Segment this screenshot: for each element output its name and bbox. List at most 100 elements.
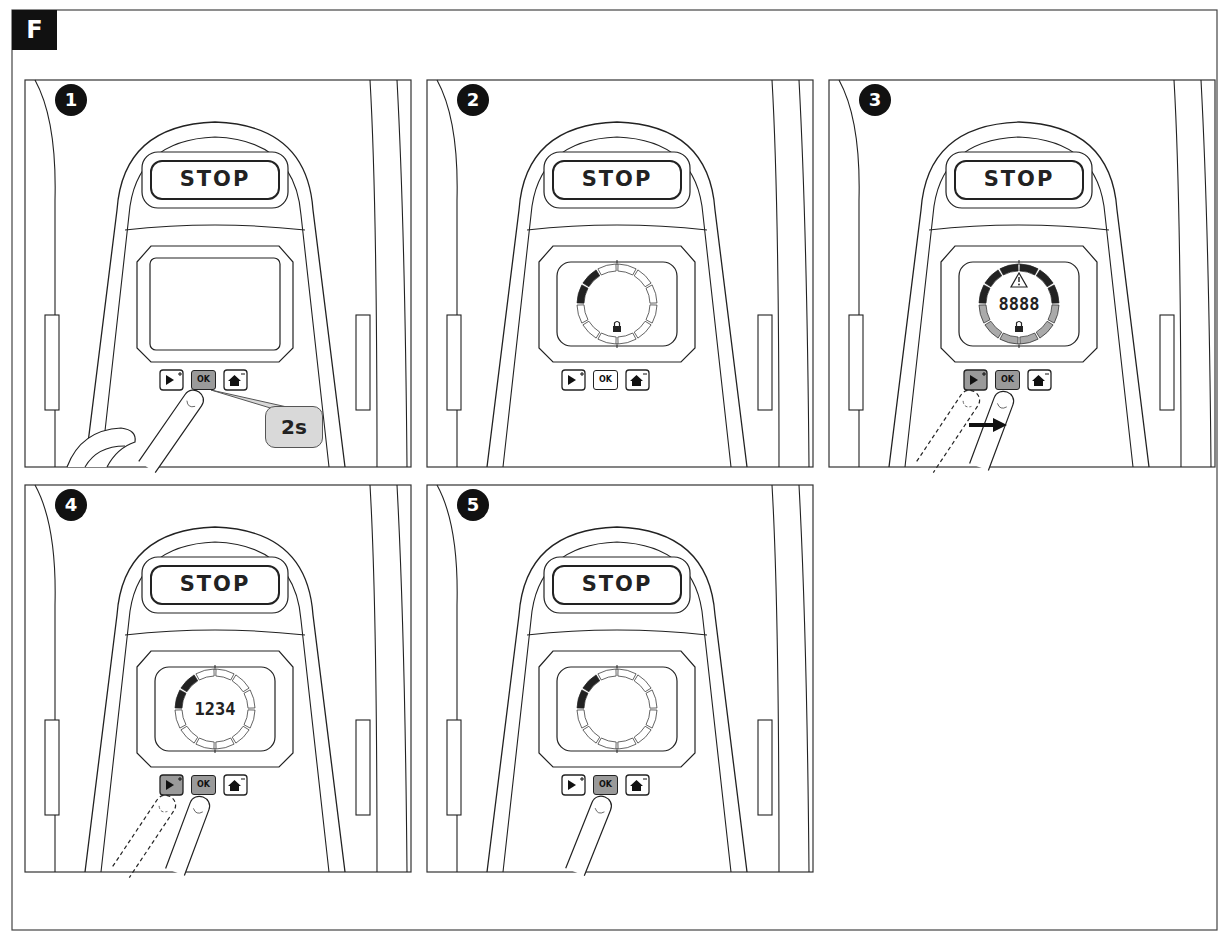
- finger: [139, 390, 204, 473]
- display-screen: [557, 667, 677, 751]
- gauge-segment: [181, 726, 198, 743]
- panel-recess: [125, 225, 305, 230]
- home-button: [1028, 370, 1051, 390]
- side-light: [849, 315, 863, 410]
- home-button: [626, 775, 649, 795]
- stop-bezel: [142, 152, 288, 208]
- ghost-finger: [917, 390, 980, 472]
- minus-icon: [241, 374, 245, 375]
- gauge-tick: [1019, 343, 1020, 348]
- node-text: STOP: [582, 573, 653, 596]
- gauge-segment: [196, 738, 214, 749]
- node-text: OK: [1001, 376, 1014, 385]
- gauge-segment: [244, 710, 255, 728]
- gauge-ring: [577, 665, 657, 753]
- gauge-segment: [1000, 333, 1018, 344]
- node-text: F: [26, 17, 42, 43]
- gauge-segment: [1048, 285, 1059, 303]
- gauge-segment: [1020, 333, 1038, 344]
- gauge-segment: [577, 305, 588, 323]
- finger: [970, 391, 1014, 470]
- display-screen: [959, 262, 1079, 346]
- gauge-segment: [634, 321, 651, 338]
- finger-nail: [997, 403, 1006, 408]
- gauge-segment: [196, 669, 214, 680]
- callout-number: 3: [859, 84, 891, 116]
- plus-icon: [178, 777, 182, 781]
- display-screen: [155, 667, 275, 751]
- lock-icon: [613, 322, 621, 333]
- display-bezel: [539, 246, 695, 362]
- minus-icon: [1045, 374, 1049, 375]
- ghost-finger: [113, 795, 176, 877]
- gauge-segment: [1000, 264, 1018, 275]
- gauge-segment: [634, 270, 651, 287]
- gauge-segment: [232, 675, 249, 692]
- panel-recess: [527, 630, 707, 635]
- home-icon: [1032, 375, 1045, 386]
- panel-recess: [125, 630, 305, 635]
- side-light: [356, 720, 370, 815]
- gauge-segment: [175, 690, 186, 708]
- gauge-segment: [646, 690, 657, 708]
- lock-icon: [1015, 322, 1023, 333]
- minus-icon: [643, 779, 647, 780]
- hand: [85, 446, 125, 467]
- finger-nail: [595, 808, 604, 813]
- hood-inner: [905, 137, 1133, 467]
- plus-icon: [580, 372, 584, 376]
- warning-mark: [1018, 277, 1019, 282]
- panel-frame: [25, 80, 411, 467]
- gauge-segment: [979, 285, 990, 303]
- gauge-segment: [583, 726, 600, 743]
- gauge-segment: [598, 333, 616, 344]
- plus-icon: [178, 372, 182, 376]
- play-button: [964, 370, 987, 390]
- body-edge: [772, 80, 779, 467]
- side-light: [45, 720, 59, 815]
- gauge-segment: [175, 710, 186, 728]
- play-icon: [970, 375, 978, 385]
- body-edge: [370, 80, 377, 467]
- lock-shackle: [1017, 322, 1022, 327]
- gauge-segment: [216, 738, 234, 749]
- gauge-tick: [215, 665, 216, 670]
- minus-icon: [241, 779, 245, 780]
- panel-recess: [527, 225, 707, 230]
- node-text: STOP: [582, 168, 653, 191]
- callout-number: 1: [55, 84, 87, 116]
- gauge-segment: [583, 321, 600, 338]
- stop-button: STOP: [150, 565, 280, 605]
- lock-body: [1015, 326, 1023, 332]
- home-icon: [228, 780, 241, 791]
- stop-button: STOP: [954, 160, 1084, 200]
- gauge-segment: [1036, 270, 1053, 287]
- body-edge: [370, 485, 377, 872]
- gauge-segment: [181, 675, 198, 692]
- ok-button: OK: [593, 370, 618, 390]
- play-button: [160, 370, 183, 390]
- body-edge: [397, 485, 407, 872]
- panel-frame: [829, 80, 1215, 467]
- stop-button: STOP: [150, 160, 280, 200]
- figure-letter: F: [12, 10, 57, 50]
- node-text: OK: [599, 781, 612, 790]
- side-light: [45, 315, 59, 410]
- gauge-segment: [244, 690, 255, 708]
- lock-body: [613, 326, 621, 332]
- display-bezel: [941, 246, 1097, 362]
- node-text: 2s: [281, 416, 307, 438]
- home-button: [224, 775, 247, 795]
- body-edge: [772, 485, 779, 872]
- home-icon: [228, 375, 241, 386]
- gauge-segment: [598, 669, 616, 680]
- gauge-ring: [979, 260, 1059, 348]
- lock-shackle: [615, 322, 620, 327]
- finger-nail: [193, 808, 202, 813]
- hand: [67, 428, 135, 467]
- gauge-segment: [618, 738, 636, 749]
- node-text: 2: [467, 90, 480, 110]
- stop-button: STOP: [552, 565, 682, 605]
- node-text: 4: [65, 495, 78, 515]
